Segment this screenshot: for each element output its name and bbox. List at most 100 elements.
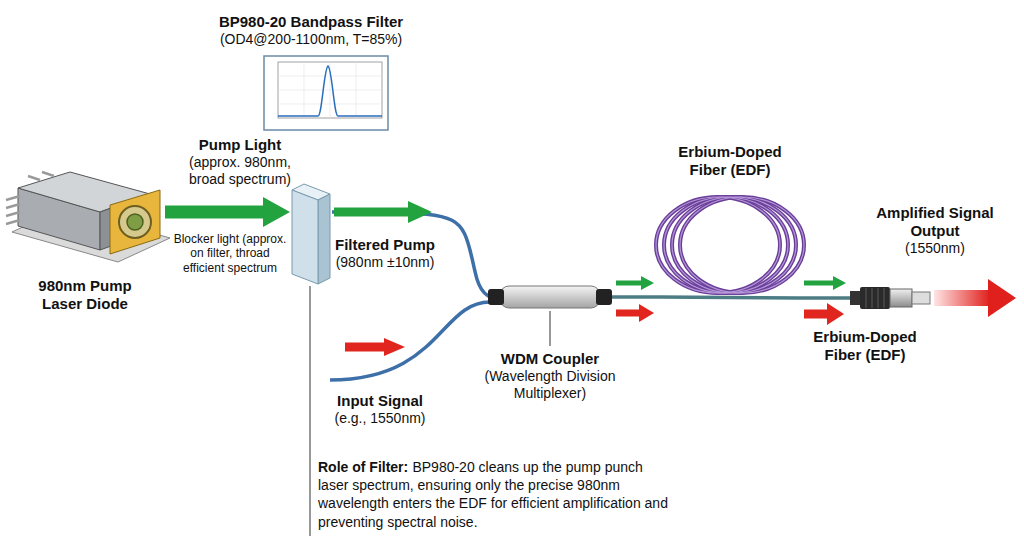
input-signal-label: Input Signal (e.g., 1550nm) [320,392,440,427]
label-detail: (980nm ±10nm) [335,254,435,271]
node-text-group: WDM Coupler(Wavelength Division Multiple… [475,350,625,402]
laser-diode-illustration [119,206,151,238]
laser-diode-illustration [6,172,54,224]
fiber-coil-illustration [672,197,796,293]
fiber-coil-illustration [672,197,796,293]
node-heading: 980nm Pump Laser Diode [25,277,145,313]
label-detail: (approx. 980nm, broad spectrum) [176,154,304,188]
laser-diode: 980nm Pump Laser Diode [5,165,165,265]
optical-fiber [332,212,490,297]
arrow-shaft [804,281,835,286]
node-text-group: 980nm Pump Laser Diode [25,277,145,313]
connector [610,276,660,322]
edge-label: Filtered Pump (980nm ±10nm) [335,236,435,271]
wdm-coupler-illustration [500,286,600,308]
arrow-shaft [616,310,641,317]
arrow-head [639,304,654,322]
note-heading: Role of Filter: [318,459,408,475]
output-signal-arrow [934,290,990,306]
laser-diode-illustration [6,220,20,224]
fiber-coil-illustration [660,297,800,298]
fiber-label: Erbium-Doped Fiber (EDF) [795,328,935,364]
connector [332,201,490,297]
filter-plate [318,194,330,284]
label-heading: Pump Light [176,136,304,154]
arrow-shaft [804,310,829,319]
node-text-group: Erbium-Doped Fiber (EDF) [660,143,800,179]
input-signal-arrow [345,343,386,352]
node-heading: Erbium-Doped Fiber (EDF) [660,143,800,179]
filter-spectrum-inset [278,66,382,116]
fiber-connector-illustration [884,288,885,308]
fiber-coil-illustration [664,197,788,293]
leader-line [549,311,550,346]
arrow-shaft [165,206,265,219]
fiber-connector-illustration [866,288,884,308]
laser-diode-illustration [127,214,143,230]
filter-spectrum-inset [278,62,382,118]
node-heading: BP980-20 Bandpass Filter [186,13,436,31]
wdm-coupler-illustration [596,289,612,305]
arrow-head [408,201,432,223]
filter-spectrum-inset [278,62,382,118]
laser-diode-illustration [6,196,20,200]
arrow-head [263,197,290,227]
edge-label: Pump Light (approx. 980nm, broad spectru… [176,136,304,188]
fiber-coil-illustration [656,197,804,293]
connector [800,276,850,325]
leader-line [309,286,310,536]
laser-diode-illustration [6,172,170,262]
fiber-connector: Amplified Signal Output(1550nm) [850,286,930,310]
note-block: Role of Filter:BP980-20 cleans up the pu… [318,458,670,531]
fiber-coil-illustration [656,197,780,293]
arrow-shaft [616,281,643,286]
wdm-coupler-illustration [488,286,612,308]
fiber-connector-illustration [872,288,873,308]
output-signal-arrow [988,279,1016,317]
label-heading: Input Signal [320,392,440,410]
bandpass-filter: BP980-20 Bandpass Filter(OD4@200-1100nm,… [290,185,332,280]
fiber-coil-illustration [656,197,780,293]
node-detail: (1550nm) [865,240,1005,257]
filter-plate [292,184,330,284]
laser-diode-illustration [42,172,54,176]
node-text-group: Amplified Signal Output(1550nm) [865,204,1005,257]
laser-diode-illustration [110,190,160,254]
blocked-light-note: Blocker light (approx. on filter, throad… [170,232,290,275]
input-fiber [330,302,490,380]
fiber-coil-illustration [680,197,804,293]
laser-diode-illustration [6,212,20,216]
fiber-coil-illustration [664,197,788,293]
arrow-shaft [334,208,410,217]
node-heading: WDM Coupler [475,350,625,368]
optical-fiber [610,295,660,299]
arrow-head [641,276,654,290]
arrow-head [827,303,844,325]
node-detail: (OD4@200-1100nm, T=85%) [186,31,436,48]
node-text-group: BP980-20 Bandpass Filter(OD4@200-1100nm,… [186,13,436,48]
optical-fiber [800,296,850,300]
node-detail: (Wavelength Division Multiplexer) [475,368,625,402]
erbium-fiber-coil: Erbium-Doped Fiber (EDF) [660,195,800,300]
fiber-connector-illustration [866,288,867,308]
laser-diode-illustration [28,176,40,180]
label-heading: Filtered Pump [335,236,435,254]
fiber-connector-illustration [850,287,930,309]
laser-diode-illustration [6,204,20,208]
fiber-connector-illustration [878,288,879,308]
connector [165,197,290,227]
fiber-connector-illustration [890,289,912,307]
filter-plate [292,190,318,284]
fiber-coil-illustration [656,197,804,298]
filter-spectrum-inset [356,62,357,118]
wdm-coupler-illustration [488,289,504,305]
filter-spectrum-inset [304,62,305,118]
node-heading: Amplified Signal Output [865,204,1005,240]
fiber-coil-illustration [680,197,804,293]
fiber-connector-illustration [860,287,890,309]
